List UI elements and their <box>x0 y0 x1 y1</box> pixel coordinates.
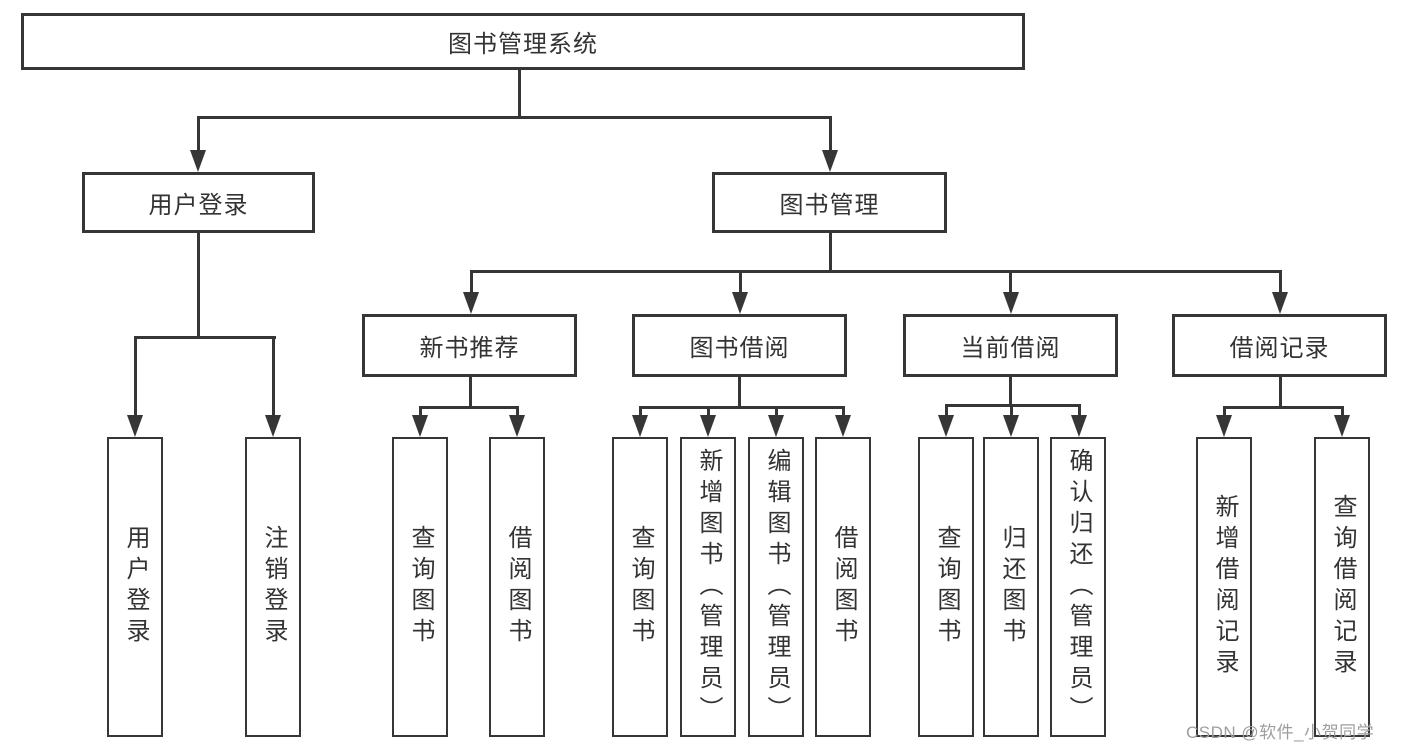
node-query-books: 查询图书 <box>392 437 448 737</box>
connector-line <box>469 269 473 296</box>
node-borrowing-records: 借阅记录 <box>1172 314 1387 377</box>
arrow-down-icon <box>127 415 143 437</box>
node-borrow-books: 借阅图书 <box>815 437 871 737</box>
connector-line <box>418 406 519 409</box>
connector-line <box>196 115 200 163</box>
connector-line <box>133 335 276 339</box>
connector-line <box>828 115 832 163</box>
arrow-down-icon <box>412 415 428 437</box>
node-user-login: 用户登录 <box>82 172 315 233</box>
connector-line <box>469 269 1282 273</box>
node-logout-action: 注销登录 <box>245 437 301 737</box>
watermark: CSDN @软件_小贺同学 <box>1186 723 1375 742</box>
connector-line <box>1278 269 1282 296</box>
arrow-down-icon <box>768 415 784 437</box>
connector-line <box>133 335 137 428</box>
node-user-login-action: 用户登录 <box>107 437 163 737</box>
node-confirm-return-admin: 确认归还（管理员） <box>1050 437 1106 737</box>
arrow-down-icon <box>732 292 748 314</box>
arrow-down-icon <box>1272 292 1288 314</box>
connector-line <box>517 68 521 118</box>
connector-line <box>1222 406 1344 409</box>
node-new-book-recommendation: 新书推荐 <box>362 314 577 377</box>
connector-line <box>1009 269 1012 296</box>
connector-line <box>638 406 845 409</box>
connector-line <box>271 335 275 428</box>
arrow-down-icon <box>1071 415 1087 437</box>
arrow-down-icon <box>265 415 281 437</box>
arrow-down-icon <box>632 415 648 437</box>
connector-line <box>828 233 832 273</box>
connector-line <box>196 233 200 338</box>
node-query-borrow-record: 查询借阅记录 <box>1314 437 1370 737</box>
arrow-down-icon <box>835 415 851 437</box>
node-book-borrowing: 图书借阅 <box>632 314 847 377</box>
arrow-down-icon <box>700 415 716 437</box>
node-query-books: 查询图书 <box>918 437 974 737</box>
arrow-down-icon <box>938 415 954 437</box>
arrow-down-icon <box>1003 415 1019 437</box>
arrow-down-icon <box>463 292 479 314</box>
arrow-down-icon <box>822 150 838 172</box>
node-edit-books-admin: 编辑图书（管理员） <box>748 437 804 737</box>
arrow-down-icon <box>1002 292 1019 314</box>
node-book-management: 图书管理 <box>712 172 947 233</box>
connector-line <box>738 269 742 296</box>
node-current-borrowing: 当前借阅 <box>903 314 1118 377</box>
node-query-books: 查询图书 <box>612 437 668 737</box>
connector-line <box>196 115 832 119</box>
arrow-down-icon <box>190 150 206 172</box>
connector-line <box>468 377 472 409</box>
connector-line <box>944 404 1081 407</box>
connector-line <box>1278 377 1282 409</box>
node-borrow-books: 借阅图书 <box>489 437 545 737</box>
arrow-down-icon <box>1334 415 1350 437</box>
node-add-borrow-record: 新增借阅记录 <box>1196 437 1252 737</box>
node-return-books: 归还图书 <box>983 437 1039 737</box>
connector-line <box>738 377 741 409</box>
arrow-down-icon <box>1216 415 1232 437</box>
arrow-down-icon <box>509 415 525 437</box>
node-library-management-system: 图书管理系统 <box>21 13 1025 70</box>
connector-line <box>1009 377 1012 407</box>
node-add-books-admin: 新增图书（管理员） <box>680 437 736 737</box>
